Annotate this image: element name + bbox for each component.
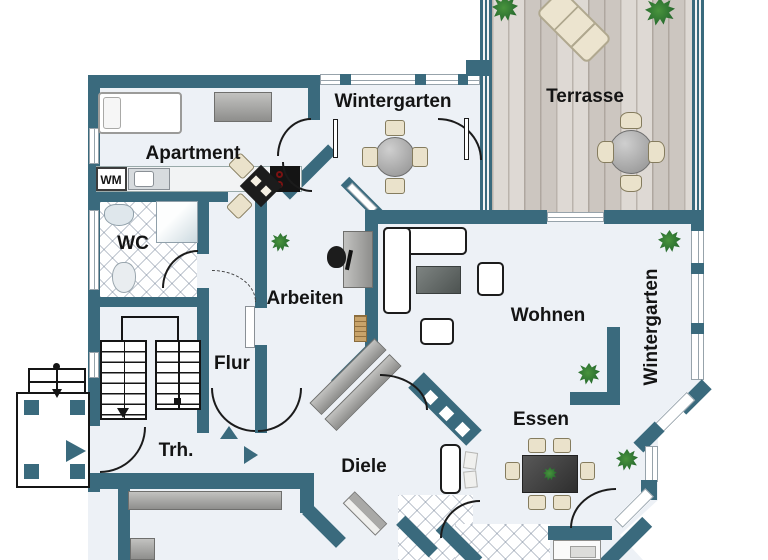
mullion-2 bbox=[415, 74, 426, 85]
entry-steps-arrow-dot bbox=[53, 363, 60, 370]
label-arbeiten: Arbeiten bbox=[266, 288, 344, 309]
wintergarten-chair-s bbox=[385, 178, 405, 194]
wall-apartment-wintergarten-stub bbox=[308, 88, 320, 120]
trh-sideboard bbox=[128, 491, 282, 510]
terrace-chair-e bbox=[648, 141, 665, 163]
dining-chair-6 bbox=[580, 462, 595, 480]
terrace-chair-s bbox=[620, 175, 642, 192]
label-flur: Flur bbox=[214, 353, 250, 374]
label-wintergarten-top: Wintergarten bbox=[334, 91, 452, 112]
sofa-vertical bbox=[383, 227, 411, 314]
stair-arrow-down-icon bbox=[117, 408, 129, 418]
window-left-3 bbox=[89, 352, 99, 378]
label-wc: WC bbox=[117, 233, 149, 254]
dining-chair-4 bbox=[553, 495, 571, 510]
bed-pillow bbox=[103, 97, 121, 129]
entry-direction-arrow-icon bbox=[66, 440, 86, 462]
office-chair bbox=[327, 246, 346, 268]
dining-chair-3 bbox=[528, 495, 546, 510]
flur-arrow-up-icon bbox=[220, 426, 238, 439]
window-left-2 bbox=[89, 210, 99, 290]
wall-essen-divider-v bbox=[607, 327, 620, 399]
wall-terrace-bottom-right bbox=[604, 210, 704, 224]
coffee-table bbox=[416, 266, 461, 294]
mullion-3 bbox=[458, 74, 468, 85]
window-wintergarten-top bbox=[320, 74, 480, 85]
window-right-band bbox=[691, 219, 704, 380]
wall-essen-divider-h bbox=[570, 392, 620, 405]
wc-toilet bbox=[112, 262, 136, 293]
wall-apartment-top bbox=[88, 75, 320, 88]
terrace-chair-n bbox=[620, 112, 642, 129]
flur-arrow-right-icon bbox=[244, 446, 258, 464]
entry-steps-arrow-head-icon bbox=[52, 389, 62, 398]
flur-door-leaf bbox=[245, 306, 255, 348]
porch-post-2 bbox=[70, 400, 85, 415]
stair-dot bbox=[174, 398, 181, 405]
mullion-r1 bbox=[691, 219, 704, 231]
bath-appliance-inner bbox=[570, 546, 596, 558]
wc-shower bbox=[156, 201, 198, 243]
porch-post-3 bbox=[24, 464, 39, 479]
label-essen: Essen bbox=[513, 409, 569, 430]
apartment-sideboard bbox=[214, 92, 272, 122]
wall-wohnen-top bbox=[372, 210, 547, 224]
terrace-right-railing bbox=[692, 0, 704, 215]
radiator bbox=[354, 315, 367, 342]
label-apartment: Apartment bbox=[145, 143, 241, 164]
wc-sink bbox=[104, 204, 134, 226]
terrace-chair-w bbox=[597, 141, 614, 163]
wintergarten-table bbox=[375, 137, 415, 177]
armchair-2 bbox=[420, 318, 454, 345]
diele-cushion-2 bbox=[463, 470, 478, 489]
wall-bottomleft-vert bbox=[118, 489, 130, 560]
wall-apartment-wc bbox=[88, 192, 228, 202]
stair-connector bbox=[121, 316, 179, 344]
wall-essen-bottom bbox=[548, 526, 612, 540]
terrace-left-railing bbox=[480, 0, 492, 215]
window-left-1 bbox=[89, 128, 99, 164]
wintergarten-chair-w bbox=[362, 147, 378, 167]
label-trh: Trh. bbox=[158, 440, 194, 461]
wintergarten-chair-e bbox=[412, 147, 428, 167]
label-wintergarten-right: Wintergarten bbox=[641, 268, 662, 386]
porch-post-1 bbox=[24, 400, 39, 415]
mullion-1 bbox=[340, 74, 351, 85]
diele-cushion-1 bbox=[462, 451, 479, 470]
door-gap-entry bbox=[88, 426, 100, 474]
stove-burner-1 bbox=[276, 171, 283, 178]
mullion-r2 bbox=[691, 263, 704, 274]
stair-flight-left bbox=[100, 340, 147, 420]
terrace-door bbox=[547, 212, 604, 222]
dining-chair-2 bbox=[553, 438, 571, 453]
diele-bench bbox=[440, 444, 461, 494]
kitchen-sink-basin bbox=[134, 171, 154, 187]
entry-steps-arrow-line bbox=[56, 366, 58, 390]
bay-window-2 bbox=[645, 446, 658, 482]
porch-post-4 bbox=[70, 464, 85, 479]
wall-corridor-a bbox=[255, 195, 267, 308]
wall-trh-bottom bbox=[88, 473, 314, 489]
wintergarten-chair-n bbox=[385, 120, 405, 136]
terrace-table bbox=[609, 130, 653, 174]
door-leaf-wintergarten-left bbox=[333, 119, 338, 158]
wall-wc-right-a bbox=[197, 202, 209, 254]
wall-corner-terrace bbox=[466, 60, 492, 76]
label-wohnen: Wohnen bbox=[510, 305, 586, 326]
mullion-r3 bbox=[691, 323, 704, 334]
lower-cabinet bbox=[130, 538, 155, 560]
label-wm: WM bbox=[100, 173, 122, 187]
dining-chair-5 bbox=[505, 462, 520, 480]
dining-chair-1 bbox=[528, 438, 546, 453]
wall-wc-bottom bbox=[88, 297, 209, 307]
washing-machine bbox=[96, 167, 127, 191]
door-leaf-wintergarten-right bbox=[464, 118, 469, 160]
armchair-1 bbox=[477, 262, 504, 296]
label-diele: Diele bbox=[341, 456, 387, 477]
label-terrasse: Terrasse bbox=[546, 86, 624, 107]
